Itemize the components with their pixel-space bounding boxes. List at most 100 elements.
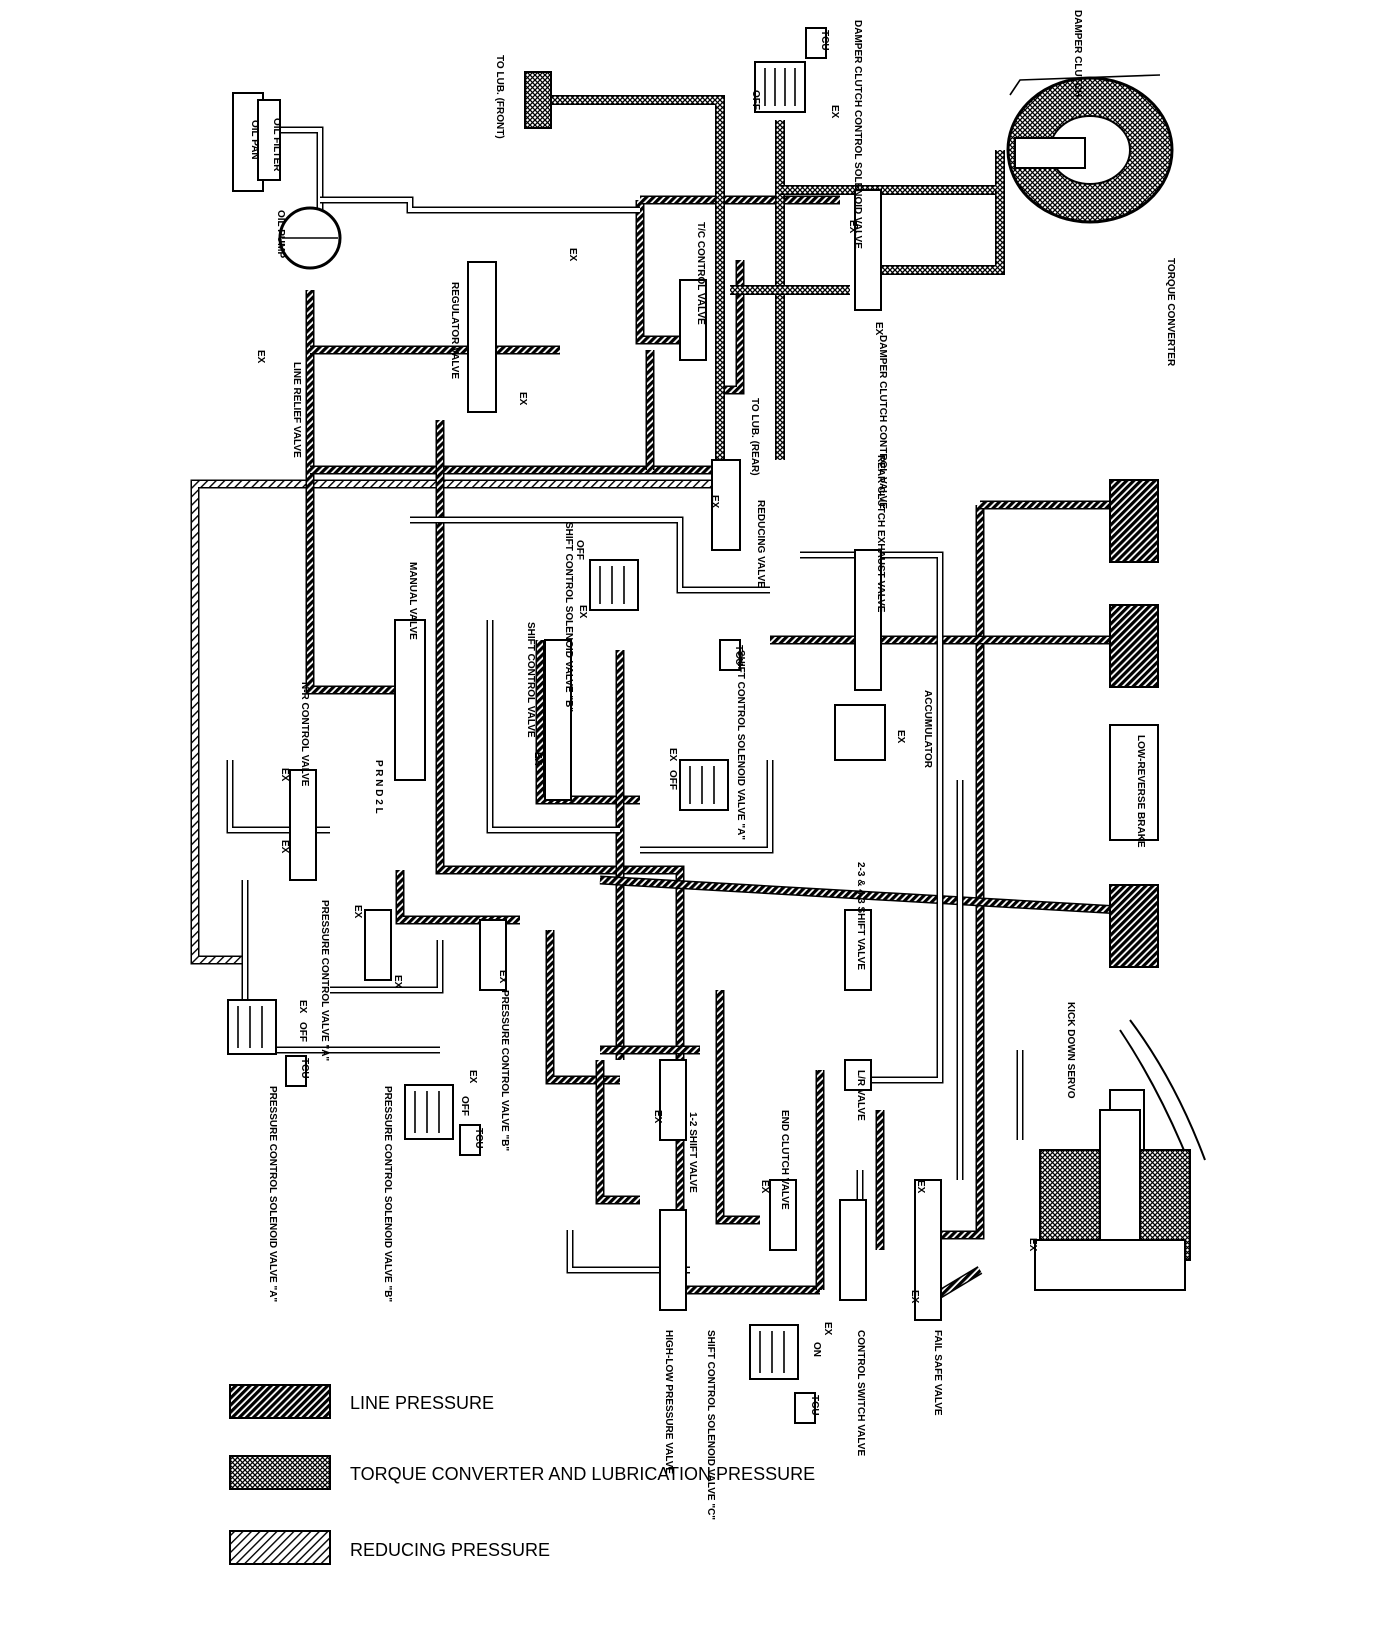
diagram-labels: DAMPER CLUTCH TORQUE CONVERTER DAMPER CL…	[249, 10, 1176, 1520]
shift-control-valve-label: SHIFT CONTROL VALVE	[525, 622, 536, 738]
ex-label-20: EX	[759, 1180, 770, 1194]
to-lub-rear-label: TO LUB. (REAR)	[749, 398, 760, 476]
lr-valve-label: L/R VALVE	[855, 1070, 866, 1121]
pressure-control-solenoid-b	[404, 1084, 454, 1140]
clutch-block-3	[1109, 884, 1159, 968]
kick-down-servo-label: KICK DOWN SERVO	[1065, 1002, 1076, 1099]
damper-clutch-label: DAMPER CLUTCH	[1072, 10, 1083, 97]
ex-label-16: EX	[497, 970, 508, 984]
tcu-label-2: TCU	[733, 645, 744, 666]
off-label-2: OFF	[574, 540, 585, 560]
shift-control-solenoid-b	[589, 559, 639, 611]
tcu-label-4: TCU	[473, 1128, 484, 1149]
ex-label-2: EX	[847, 220, 858, 234]
off-label-4: OFF	[297, 1022, 308, 1042]
oil-pump-label: OIL PUMP	[275, 210, 286, 258]
prnd2l-label: P R N D 2 L	[373, 760, 384, 814]
ex-label-3: EX	[873, 322, 884, 336]
valve-bodies	[289, 189, 942, 1321]
high-low-pressure-valve-label: HIGH-LOW PRESSURE VALVE	[663, 1330, 674, 1474]
shift-valve-23-43-label: 2-3 & 4-3 SHIFT VALVE	[855, 862, 866, 970]
ex-label-9: EX	[667, 748, 678, 762]
ex-label-6: EX	[255, 350, 266, 364]
oil-filter-label: OIL FILTER	[271, 118, 282, 172]
nr-control-valve-label: N-R CONTROL VALVE	[299, 682, 310, 787]
end-clutch-valve-label: END CLUTCH VALVE	[779, 1110, 790, 1210]
tcu-box-2	[719, 639, 741, 671]
ex-label-17: EX	[297, 1000, 308, 1014]
accumulator-label: ACCUMULATOR	[922, 690, 933, 769]
tc-control-valve-label: T/C CONTROL VALVE	[695, 222, 706, 325]
pressure-control-solenoid-a	[227, 999, 277, 1055]
ex-label-18: EX	[467, 1070, 478, 1084]
ex-label-5: EX	[517, 392, 528, 406]
legend-tc-pressure: TORQUE CONVERTER AND LUBRICATION PRESSUR…	[350, 1464, 815, 1484]
line-relief-valve-label: LINE RELIEF VALVE	[291, 362, 302, 458]
ex-label-1: EX	[829, 105, 840, 119]
ex-label-14: EX	[352, 905, 363, 919]
damper-clutch-control-valve-label: DAMPER CLUTCH CONTROL VALVE	[877, 335, 888, 509]
damper-clutch-solenoid	[754, 61, 806, 113]
tcu-label-1: TCU	[819, 30, 830, 51]
oil-pan-label: OIL PAN	[249, 120, 260, 160]
low-reverse-brake-label: LOW-REVERSE BRAKE	[1135, 735, 1146, 848]
reducing-valve-label: REDUCING VALVE	[755, 500, 766, 588]
regulator-valve-label: REGULATOR VALVE	[449, 282, 460, 379]
clutch-block-1	[1109, 479, 1159, 563]
manual-valve-label: MANUAL VALVE	[407, 562, 418, 640]
ex-label-10: EX	[279, 768, 290, 782]
ex-label-15: EX	[392, 975, 403, 989]
oil-filter	[232, 92, 281, 192]
ex-label-11: EX	[279, 840, 290, 854]
kick-down-servo	[1034, 1019, 1206, 1291]
tcu-label-5: TCU	[809, 1395, 820, 1416]
ex-label-12: EX	[532, 752, 543, 766]
off-label-3: OFF	[667, 770, 678, 790]
pressure-control-valve-a-label: PRESSURE CONTROL VALVE "A"	[319, 900, 330, 1061]
ex-label-23: EX	[909, 1290, 920, 1304]
ex-label-22: EX	[1027, 1238, 1038, 1252]
tcu-box-1	[805, 27, 827, 59]
torque-converter-label: TORQUE CONVERTER	[1165, 258, 1176, 367]
shift-control-solenoid-b-label: SHIFT CONTROL SOLENOID VALVE "B"	[563, 522, 574, 712]
on-label: ON	[811, 1342, 822, 1357]
ex-label-21: EX	[915, 1180, 926, 1194]
clutch-block-2	[1109, 604, 1159, 688]
pressure-control-valve-b-label: PRESSURE CONTROL VALVE "B"	[499, 990, 510, 1151]
ex-label-24: EX	[822, 1322, 833, 1336]
accumulator-body	[834, 704, 886, 761]
pressure-control-solenoid-b-label: PRESSURE CONTROL SOLENOID VALVE "B"	[382, 1086, 393, 1302]
shift-valve-12-label: 1-2 SHIFT VALVE	[687, 1112, 698, 1193]
off-label-5: OFF	[459, 1096, 470, 1116]
control-switch-valve-label: CONTROL SWITCH VALVE	[855, 1330, 866, 1456]
shift-control-solenoid-a	[679, 759, 729, 811]
ex-label-7: EX	[709, 495, 720, 509]
tcu-box-5	[794, 1392, 816, 1424]
ex-label-13: EX	[895, 730, 906, 744]
tcu-box-3	[285, 1055, 307, 1087]
ex-label-4: EX	[567, 248, 578, 262]
tcu-label-3: TCU	[299, 1058, 310, 1079]
damper-clutch-solenoid-label: DAMPER CLUTCH CONTROL SOLENOID VALVE	[852, 20, 863, 249]
off-label-1: OFF	[750, 90, 761, 110]
to-lub-front-label: TO LUB. (FRONT)	[494, 55, 505, 139]
hydraulic-lines	[190, 95, 1121, 1304]
legend-reducing-pressure: REDUCING PRESSURE	[350, 1540, 550, 1560]
shift-control-solenoid-a-label: SHIFT CONTROL SOLENOID VALVE "A"	[735, 650, 746, 840]
rear-clutch-exhaust-valve-label: REAR CLUTCH EXHAUST VALVE	[875, 455, 886, 613]
fail-safe-valve-label: FAIL SAFE VALVE	[932, 1330, 943, 1416]
legend-swatch-reducing	[229, 1530, 331, 1565]
tcu-box-4	[459, 1124, 481, 1156]
ex-label-19: EX	[652, 1110, 663, 1124]
pressure-control-solenoid-a-label: PRESSURE CONTROL SOLENOID VALVE "A"	[267, 1086, 278, 1302]
ex-label-8: EX	[577, 605, 588, 619]
lub-front-strainer	[524, 71, 552, 129]
torque-converter	[1006, 74, 1174, 224]
low-reverse-brake-box	[1109, 724, 1159, 841]
legend: LINE PRESSURE TORQUE CONVERTER AND LUBRI…	[229, 1384, 815, 1565]
legend-line-pressure: LINE PRESSURE	[350, 1393, 494, 1413]
legend-swatch-tc	[229, 1455, 331, 1490]
legend-swatch-line	[229, 1384, 331, 1419]
shift-control-solenoid-c-label: SHIFT CONTROL SOLENOID VALVE "C"	[705, 1330, 716, 1520]
